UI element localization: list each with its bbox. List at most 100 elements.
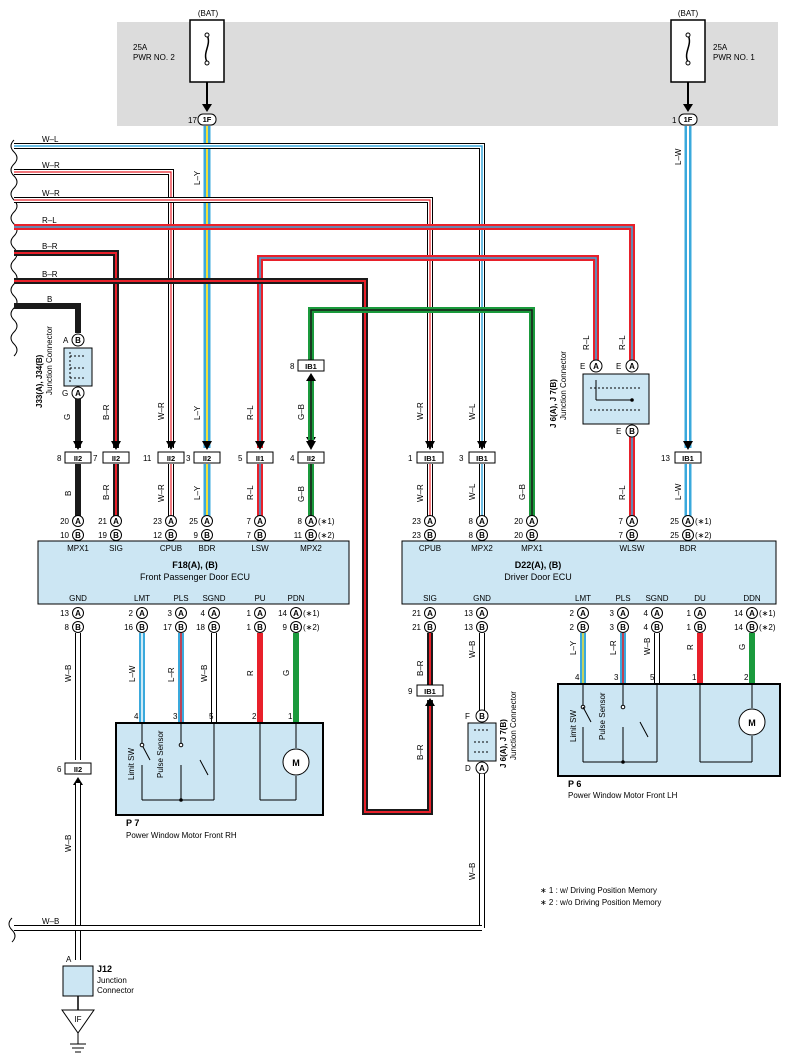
pin-number-a: 21 — [98, 517, 107, 526]
pin-circle-b — [682, 529, 694, 541]
svg-text:W–B: W–B — [643, 638, 652, 655]
svg-text:II2: II2 — [167, 454, 175, 463]
pin-number-b: 4 — [644, 623, 649, 632]
left-top-label: BDR — [199, 544, 216, 553]
pin-letter-b: B — [113, 531, 119, 540]
pin-number-a: 7 — [247, 517, 252, 526]
pin-letter-b: B — [308, 531, 314, 540]
svg-text:6: 6 — [57, 765, 62, 774]
pin-circle-b — [746, 621, 758, 633]
pin-number-a: 25 — [189, 517, 198, 526]
svg-text:R–L: R–L — [618, 485, 627, 500]
pin-number-a: 23 — [153, 517, 162, 526]
pin-number-a: 2 — [129, 609, 134, 618]
svg-text:G–B: G–B — [297, 404, 306, 420]
right-bottom-label: LMT — [575, 594, 591, 603]
pin-letter-b: B — [257, 623, 263, 632]
wire-wr-2: W–R — [14, 189, 433, 448]
pin-letter-a: A — [139, 609, 145, 618]
wire-b: B — [14, 295, 81, 333]
svg-text:7: 7 — [93, 454, 98, 463]
battery-area — [117, 22, 778, 126]
pin-number-b: 1 — [247, 623, 252, 632]
svg-text:W–L: W–L — [468, 483, 477, 500]
pin-circle-b — [201, 529, 213, 541]
pin-circle-a — [110, 515, 122, 527]
svg-text:B: B — [47, 295, 52, 304]
svg-text:11: 11 — [143, 454, 152, 463]
pin-number-a: 1 — [247, 609, 252, 618]
wire-br-1: B–R — [14, 242, 119, 448]
svg-text:R–L: R–L — [582, 335, 591, 350]
svg-text:9: 9 — [408, 687, 413, 696]
svg-text:W–B: W–B — [468, 863, 477, 880]
svg-text:F: F — [465, 712, 470, 721]
svg-text:A: A — [593, 362, 599, 371]
svg-text:W–R: W–R — [42, 189, 60, 198]
pin-number-a: 21 — [412, 609, 421, 618]
pin-circle-b — [617, 621, 629, 633]
pin-circle-b — [165, 529, 177, 541]
svg-text:5: 5 — [650, 673, 655, 682]
svg-text:J 6(A), J 7(B): J 6(A), J 7(B) — [549, 379, 558, 428]
pin-number-b: 25 — [670, 531, 679, 540]
svg-text:II2: II2 — [307, 454, 315, 463]
svg-text:3: 3 — [186, 454, 191, 463]
pin-number-b: 9 — [194, 531, 199, 540]
right-ecu: D22(A), (B) Driver Door ECU — [401, 540, 777, 605]
svg-text:IB1: IB1 — [476, 454, 488, 463]
svg-text:A: A — [629, 362, 635, 371]
svg-text:W–R: W–R — [157, 484, 166, 502]
svg-text:R–L: R–L — [246, 485, 255, 500]
pin-circle-a — [136, 607, 148, 619]
svg-text:W–R: W–R — [416, 484, 425, 502]
svg-text:3: 3 — [173, 712, 178, 721]
left-bottom-label: LMT — [134, 594, 150, 603]
svg-text:M: M — [748, 718, 756, 728]
svg-text:II2: II2 — [112, 454, 120, 463]
right-top-label: WLSW — [620, 544, 645, 553]
svg-text:1: 1 — [692, 673, 697, 682]
wire-gb — [308, 307, 535, 517]
conn-1f-left: 17 1F — [188, 113, 217, 126]
pin-number-b: 21 — [412, 623, 421, 632]
pin-circle-a — [626, 515, 638, 527]
pin-letter-a: A — [75, 517, 81, 526]
svg-text:2: 2 — [252, 712, 257, 721]
pin-number-b: 10 — [60, 531, 69, 540]
right-bottom-label: SGND — [645, 594, 668, 603]
svg-text:A: A — [479, 764, 485, 773]
svg-text:L–R: L–R — [167, 667, 176, 682]
pin-letter-b: B — [479, 531, 485, 540]
pin-circle-a — [476, 607, 488, 619]
svg-text:W–L: W–L — [42, 135, 59, 144]
pin-number-b: 16 — [124, 623, 133, 632]
pin-letter-a: A — [580, 609, 586, 618]
pin-number-b: 11 — [294, 531, 303, 540]
left-top-label: LSW — [251, 544, 269, 553]
pin-circle-a — [651, 607, 663, 619]
pin-circle-b — [305, 529, 317, 541]
svg-text:D22(A), (B): D22(A), (B) — [515, 560, 562, 570]
ib1-right-row: 1 IB1 3 IB1 13 IB1 — [408, 441, 702, 464]
motor-front-rh: 4 3 5 2 1 M Limit SW Pulse Sensor P 7 Po… — [115, 712, 324, 840]
pin-letter-b: B — [178, 623, 184, 632]
svg-text:1: 1 — [408, 454, 413, 463]
junction-j6-j7-top: R–L R–L A E A E B E J 6(A), J 7(B) Junct… — [549, 335, 650, 438]
pin-circle-a — [476, 515, 488, 527]
pin-circle-a — [694, 607, 706, 619]
svg-text:W–B: W–B — [64, 665, 73, 682]
svg-text:∗ 2 : w/o Driving Position Mem: ∗ 2 : w/o Driving Position Memory — [540, 898, 661, 907]
motor-front-lh: 4 3 5 1 2 M Limit SW Pulse Sensor P 6 Po… — [557, 673, 781, 800]
right-bottom-label: DDN — [743, 594, 761, 603]
svg-text:∗ 1 : w/ Driving Position Memo: ∗ 1 : w/ Driving Position Memory — [540, 886, 657, 895]
pin-letter-a: A — [75, 609, 81, 618]
fuse-amp-right: 25A — [713, 43, 728, 52]
svg-text:G: G — [63, 414, 72, 420]
right-lower-wires: W–R W–L G–B R–L L–W — [416, 435, 692, 516]
svg-text:G: G — [282, 670, 291, 676]
svg-text:J12: J12 — [97, 964, 112, 974]
conn-ii2-low: 6 II2 — [57, 762, 92, 785]
ii2-row: 8 II2 7 II2 11 II2 3 II2 5 II1 4 II2 — [57, 441, 325, 464]
svg-text:M: M — [292, 758, 300, 768]
